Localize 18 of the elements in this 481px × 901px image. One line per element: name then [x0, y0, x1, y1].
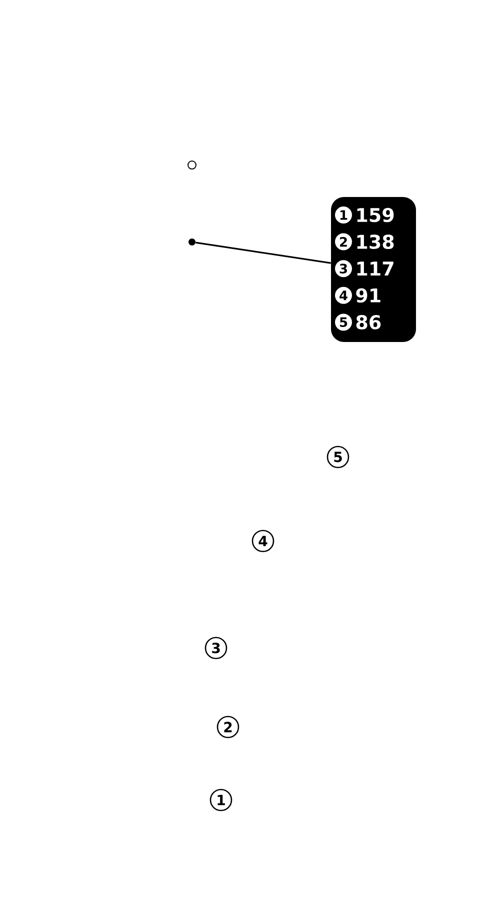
count-value: 91	[356, 288, 380, 303]
rank-badge: 4	[335, 286, 352, 304]
rank-badge: 3	[335, 260, 352, 278]
rank-badge: 2	[335, 233, 352, 250]
end-dot	[188, 238, 196, 246]
callout-number: 3	[204, 636, 228, 660]
callout-number: 4	[252, 530, 274, 552]
count-value: 117	[357, 262, 394, 276]
rank-badge: 1	[335, 206, 352, 224]
connector-line	[196, 242, 331, 264]
open-circle	[188, 160, 196, 170]
count-value: 159	[357, 208, 394, 222]
rank-badge: 5	[335, 314, 352, 331]
count-value: 86	[356, 315, 381, 330]
callout-number: 1	[210, 788, 232, 812]
callout-number: 2	[216, 716, 240, 738]
callout-number: 5	[326, 446, 350, 468]
count-value: 138	[357, 234, 394, 249]
